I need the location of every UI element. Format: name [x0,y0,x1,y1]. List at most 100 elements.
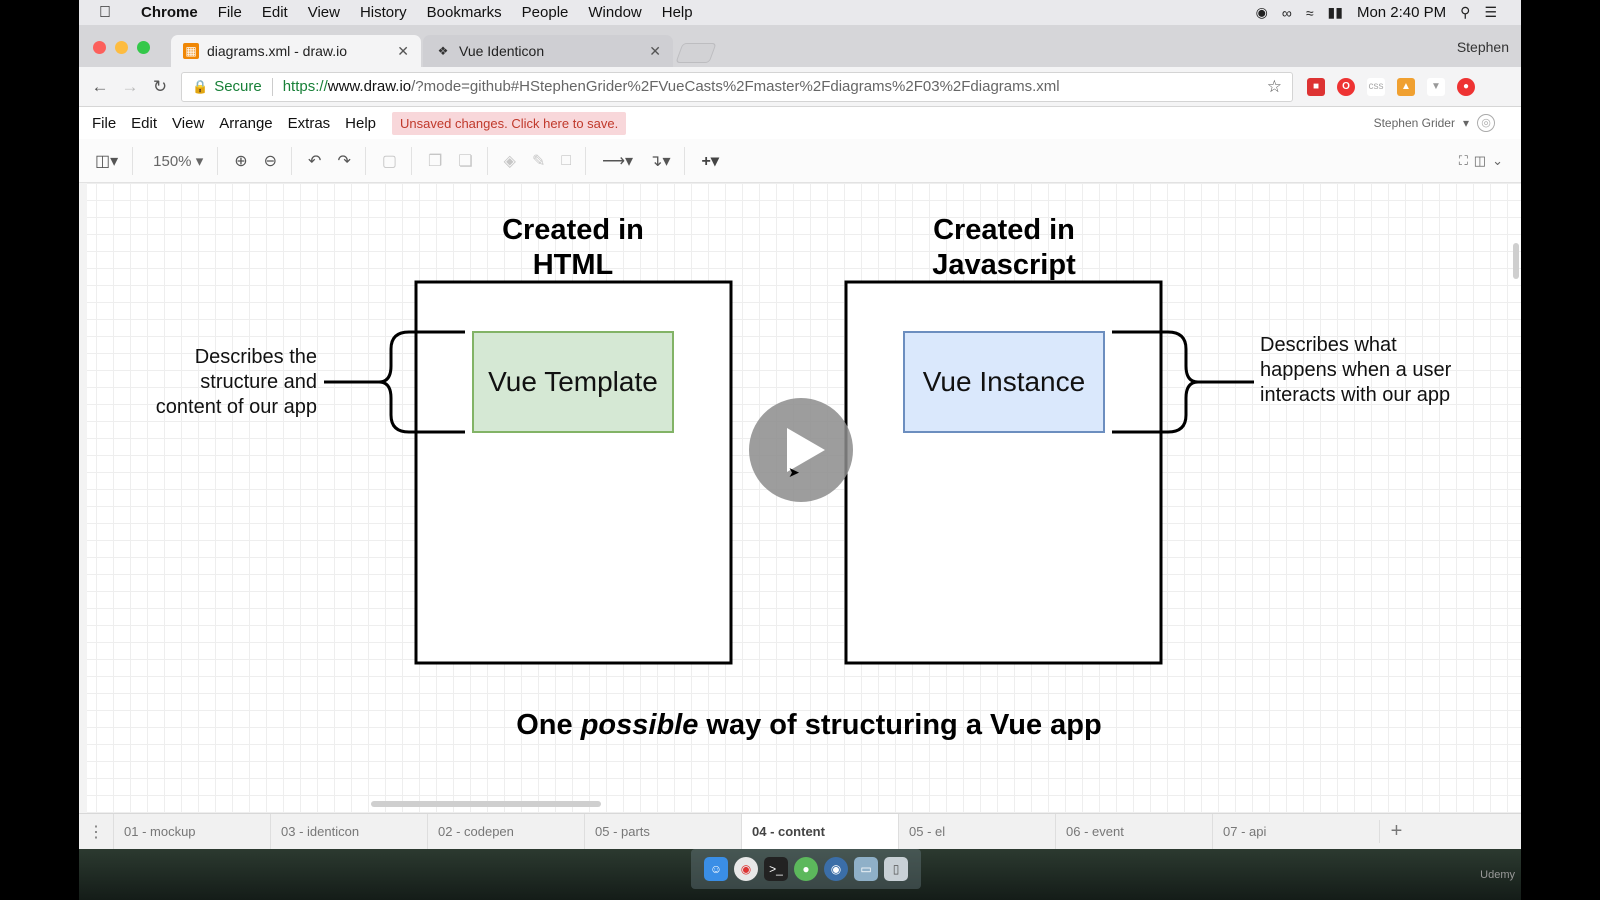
shadow-icon[interactable]: □ [561,151,572,169]
right-heading[interactable]: Created in Javascript [932,214,1076,281]
add-page-icon[interactable]: + [1379,820,1413,843]
play-icon [787,428,825,472]
vertical-scrollbar[interactable] [1513,243,1519,279]
waypoints-icon[interactable]: ↴▾ [649,152,671,170]
page-tab[interactable]: 01 - mockup [113,813,270,850]
menu-file[interactable]: File [217,4,242,21]
metamask-icon[interactable]: ▲ [1397,77,1415,96]
browser-app-icon[interactable]: ◉ [824,857,848,881]
collapse-chevron-icon[interactable]: ⌄ [1492,152,1503,168]
drawio-menu-file[interactable]: File [92,114,117,132]
close-tab-icon[interactable]: ✕ [649,42,661,59]
to-front-icon[interactable]: ❐ [427,152,443,170]
drawio-menu-view[interactable]: View [172,114,205,132]
address-bar[interactable]: 🔒 Secure https:// www.draw.io /?mode=git… [181,71,1293,102]
format-toggle-icon[interactable]: ◫ [1473,152,1487,168]
drawio-menu-arrange[interactable]: Arrange [219,114,273,132]
connection-arrow-icon[interactable]: ⟶▾ [602,152,634,170]
horizontal-scrollbar[interactable] [371,801,601,807]
app-icon[interactable]: ● [794,857,818,881]
toolbar-separator [132,146,134,175]
page-tab[interactable]: 02 - codepen [427,813,584,850]
user-name[interactable]: Stephen Grider [1373,116,1455,130]
redo-icon[interactable]: ↷ [337,152,351,170]
zoom-in-icon[interactable]: ⊕ [234,152,248,170]
battery-icon[interactable]: ▮▮ [1327,4,1343,20]
reload-icon[interactable]: ↻ [152,76,168,96]
pages-menu-icon[interactable]: ⋮ [88,823,104,841]
drawio-menu-extras[interactable]: Extras [287,114,331,132]
close-tab-icon[interactable]: ✕ [397,42,409,59]
forward-arrow-icon[interactable]: → [121,76,139,96]
tab-vue-identicon[interactable]: ❖ Vue Identicon ✕ [423,35,673,67]
notification-center-icon[interactable]: ☰ [1484,4,1497,20]
drawio-menu-help[interactable]: Help [345,114,377,132]
bookmark-star-icon[interactable]: ☆ [1266,76,1282,96]
menu-view[interactable]: View [307,4,340,21]
left-heading[interactable]: Created in HTML [502,214,644,281]
opera-extension-icon[interactable]: O [1337,77,1355,96]
page-tab[interactable]: 05 - el [898,813,1055,850]
diagram-canvas[interactable]: Created in HTML Created in Javascript Vu… [79,183,1521,813]
spotlight-search-icon[interactable]: ⚲ [1460,4,1471,20]
video-play-button[interactable] [749,398,853,502]
unsaved-changes-notice[interactable]: Unsaved changes. Click here to save. [392,111,627,135]
delete-icon[interactable]: ▢ [381,152,397,170]
right-curly-brace[interactable] [1112,330,1254,434]
left-description[interactable]: Describes the structure and content of o… [155,346,317,418]
page-tab-active[interactable]: 04 - content [741,813,898,850]
fill-color-icon[interactable]: ◈ [503,152,516,170]
to-back-icon[interactable]: ❏ [458,152,473,170]
menu-edit[interactable]: Edit [261,4,288,21]
vue-instance-shape[interactable] [903,331,1105,433]
menu-window[interactable]: Window [588,4,642,21]
line-color-icon[interactable]: ✎ [531,152,546,170]
menu-help[interactable]: Help [661,4,693,21]
vue-devtools-icon[interactable]: ▼ [1427,77,1445,96]
record-icon[interactable]: ◉ [1255,4,1268,20]
page-tab[interactable]: 07 - api [1212,813,1369,850]
back-arrow-icon[interactable]: ← [91,76,109,96]
menu-history[interactable]: History [359,4,407,21]
menu-chrome[interactable]: Chrome [141,4,198,21]
insert-plus-icon[interactable]: +▾ [701,152,719,170]
page-tab[interactable]: 05 - parts [584,813,741,850]
clock[interactable]: Mon 2:40 PM [1356,4,1447,21]
fullscreen-icon[interactable]: ⛶ [1458,152,1468,168]
extension-icon[interactable]: ■ [1307,77,1325,96]
vue-instance-label[interactable]: Vue Instance [922,366,1086,397]
sidebar-collapsed-edge[interactable] [79,183,87,813]
undo-icon[interactable]: ↶ [308,152,322,170]
trash-icon[interactable]: ▯ [884,857,908,881]
menu-bookmarks[interactable]: Bookmarks [426,4,502,21]
zoom-out-icon[interactable]: ⊖ [263,152,278,170]
menu-people[interactable]: People [521,4,569,21]
stop-extension-icon[interactable]: ● [1457,77,1475,96]
chrome-icon[interactable]: ◉ [734,857,758,881]
close-window-button[interactable] [93,41,106,54]
right-description[interactable]: Describes what happens when a user inter… [1260,334,1452,406]
terminal-icon[interactable]: >_ [764,857,788,881]
folder-icon[interactable]: ▭ [854,857,878,881]
profile-name[interactable]: Stephen [1456,39,1509,55]
globe-icon[interactable]: ◎ [1477,114,1495,132]
vue-template-label[interactable]: Vue Template [488,366,658,397]
wifi-icon[interactable]: ≈ [1305,4,1314,21]
format-panel-icon[interactable]: ◫▾ [95,152,119,170]
left-curly-brace[interactable] [324,330,465,434]
page-tab[interactable]: 03 - identicon [270,813,427,850]
tab-drawio[interactable]: ▦ diagrams.xml - draw.io ✕ [171,35,421,67]
vue-template-shape[interactable] [472,331,674,433]
new-tab-button[interactable] [675,43,717,63]
diagram-caption[interactable]: One possible way of structuring a Vue ap… [379,709,1239,742]
apple-icon[interactable]:  [99,4,117,22]
finder-icon[interactable]: ☺ [704,857,728,881]
glasses-icon[interactable]: ∞ [1281,4,1292,21]
chevron-down-icon[interactable]: ▾ [1462,116,1469,130]
css-extension-icon[interactable]: css [1367,77,1385,96]
maximize-window-button[interactable] [137,41,150,54]
minimize-window-button[interactable] [115,41,128,54]
drawio-menu-edit[interactable]: Edit [131,114,158,132]
page-tab[interactable]: 06 - event [1055,813,1212,850]
zoom-select[interactable]: 150% ▾ [153,152,204,170]
